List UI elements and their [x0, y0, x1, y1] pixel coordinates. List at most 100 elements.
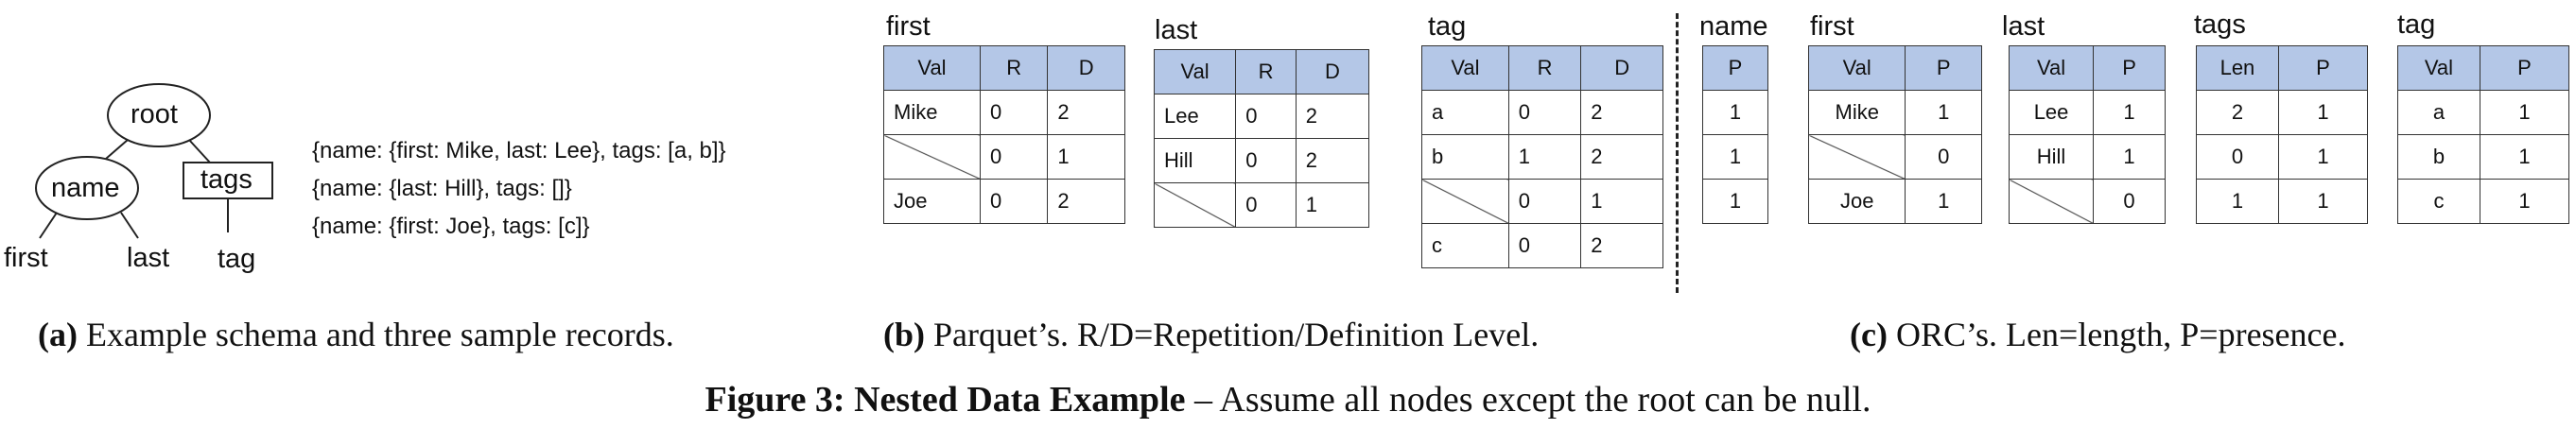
name-node	[35, 156, 139, 220]
repetition-cell: 0	[1507, 179, 1582, 224]
subcaption-c-label: (c)	[1850, 316, 1888, 353]
record-3: {name: {first: Joe}, tags: [c]}	[312, 214, 590, 239]
null-cell	[2008, 179, 2095, 224]
edge-name-first	[39, 212, 58, 239]
parquet-first-table: Val R D Mike 0 2 0 1 Joe 0 2	[883, 45, 1125, 224]
repetition-cell: 0	[979, 134, 1049, 180]
presence-cell: 0	[2093, 179, 2166, 224]
table-row: Hill 1	[2008, 134, 2166, 180]
presence-cell: 1	[2277, 90, 2369, 135]
subcaption-a-label: (a)	[38, 316, 78, 353]
value-cell: Joe	[1807, 179, 1906, 224]
parquet-last-title: last	[1155, 15, 1198, 45]
header-cell: P	[2479, 45, 2570, 91]
table-row: Joe 0 2	[883, 179, 1125, 224]
repetition-cell: 0	[979, 90, 1049, 135]
table-row: b 1	[2397, 134, 2570, 180]
header-cell: R	[979, 45, 1049, 91]
definition-cell: 1	[1580, 179, 1663, 224]
last-leaf-label: last	[127, 243, 170, 273]
table-row: 1	[1702, 90, 1768, 135]
definition-cell: 2	[1047, 179, 1125, 224]
parquet-tag-table: Val R D a 0 2 b 1 2 0 1 c 0 2	[1421, 45, 1663, 268]
header-cell: Val	[883, 45, 981, 91]
null-cell	[1807, 134, 1906, 180]
header-cell: R	[1507, 45, 1582, 91]
orc-tags-title: tags	[2194, 9, 2246, 40]
figure-caption: Figure 3: Nested Data Example – Assume a…	[0, 382, 2576, 418]
repetition-cell: 0	[979, 179, 1049, 224]
subcaption-b-text: Parquet’s. R/D=Repetition/Definition Lev…	[925, 316, 1540, 353]
table-header-row: Val P	[2008, 45, 2166, 91]
table-row: 0	[1807, 134, 1982, 180]
value-cell: Hill	[1153, 138, 1237, 183]
table-row: Lee 0 2	[1153, 94, 1370, 139]
definition-cell: 2	[1580, 134, 1663, 180]
presence-cell: 1	[1702, 179, 1768, 224]
value-cell: Hill	[2008, 134, 2095, 180]
definition-cell: 2	[1295, 138, 1370, 183]
repetition-cell: 0	[1235, 182, 1297, 228]
presence-cell: 1	[1905, 179, 1982, 224]
table-row: b 1 2	[1421, 134, 1663, 180]
header-cell: D	[1295, 49, 1370, 94]
orc-last-table: Val P Lee 1 Hill 1 0	[2008, 45, 2166, 224]
orc-tag-title: tag	[2397, 9, 2436, 40]
table-header-row: Val P	[2397, 45, 2570, 91]
value-cell: Joe	[883, 179, 981, 224]
parquet-tag-title: tag	[1428, 11, 1467, 42]
presence-cell: 1	[2277, 134, 2369, 180]
value-cell: Lee	[1153, 94, 1237, 139]
subcaption-a-text: Example schema and three sample records.	[77, 316, 674, 353]
table-row: c 0 2	[1421, 223, 1663, 268]
table-header-row: Val R D	[1153, 49, 1370, 94]
null-cell	[1153, 182, 1237, 228]
table-row: 0 1	[2196, 134, 2369, 180]
orc-name-table: P 1 1 1	[1702, 45, 1768, 224]
length-cell: 2	[2196, 90, 2279, 135]
tag-leaf-label: tag	[218, 244, 256, 274]
length-cell: 1	[2196, 179, 2279, 224]
value-cell: b	[2397, 134, 2480, 180]
table-row: Joe 1	[1807, 179, 1982, 224]
value-cell: c	[2397, 179, 2480, 224]
presence-cell: 1	[2479, 134, 2570, 180]
table-row: Mike 1	[1807, 90, 1982, 135]
value-cell: c	[1421, 223, 1509, 268]
definition-cell: 2	[1580, 223, 1663, 268]
table-header-row: Len P	[2196, 45, 2369, 91]
orc-tag-table: Val P a 1 b 1 c 1	[2397, 45, 2570, 224]
value-cell: b	[1421, 134, 1509, 180]
presence-cell: 1	[1905, 90, 1982, 135]
subcaption-b: (b) Parquet’s. R/D=Repetition/Definition…	[883, 317, 1539, 352]
header-cell: R	[1235, 49, 1297, 94]
header-cell: P	[1905, 45, 1982, 91]
repetition-cell: 1	[1507, 134, 1582, 180]
header-cell: D	[1047, 45, 1125, 91]
value-cell: Mike	[883, 90, 981, 135]
definition-cell: 2	[1047, 90, 1125, 135]
null-cell	[1421, 179, 1509, 224]
root-label: root	[131, 99, 178, 129]
header-cell: Val	[1421, 45, 1509, 91]
subcaption-c-text: ORC’s. Len=length, P=presence.	[1887, 316, 2346, 353]
header-cell: Len	[2196, 45, 2279, 91]
table-row: 0 1	[1421, 179, 1663, 224]
name-label: name	[51, 173, 120, 203]
repetition-cell: 0	[1235, 94, 1297, 139]
subcaption-c: (c) ORC’s. Len=length, P=presence.	[1850, 317, 2346, 352]
table-row: Mike 0 2	[883, 90, 1125, 135]
record-2: {name: {last: Hill}, tags: []}	[312, 176, 572, 201]
edge-root-tags	[188, 139, 211, 163]
value-cell: Lee	[2008, 90, 2095, 135]
subcaption-a: (a) Example schema and three sample reco…	[38, 317, 674, 352]
value-cell: a	[1421, 90, 1509, 135]
table-row: 0 1	[1153, 182, 1370, 228]
presence-cell: 1	[2093, 134, 2166, 180]
parquet-first-title: first	[886, 11, 931, 42]
section-divider	[1676, 13, 1679, 293]
presence-cell: 1	[2093, 90, 2166, 135]
definition-cell: 1	[1295, 182, 1370, 228]
table-header-row: Val R D	[1421, 45, 1663, 91]
table-header-row: Val P	[1807, 45, 1982, 91]
